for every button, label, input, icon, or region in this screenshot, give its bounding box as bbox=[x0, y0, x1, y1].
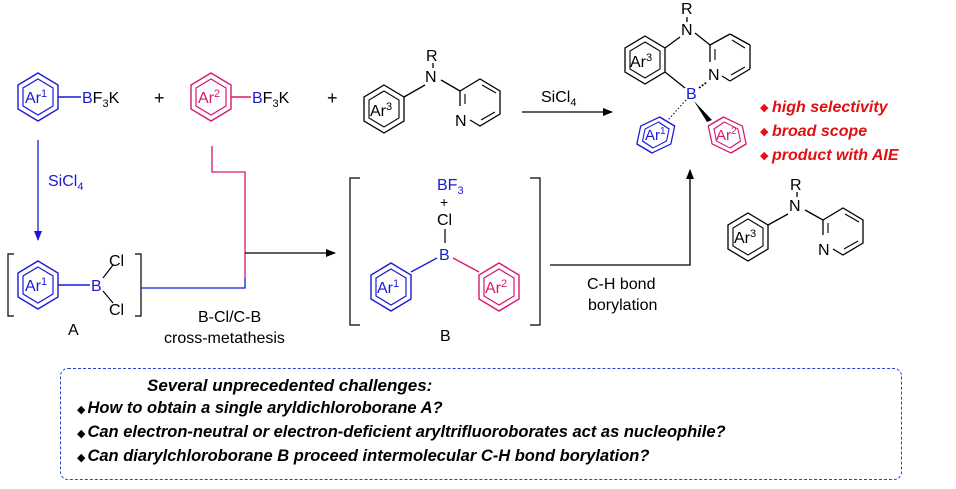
a-pathway-line bbox=[141, 278, 246, 289]
by-amine-n: N bbox=[789, 198, 801, 215]
bullet-icon: ◆ bbox=[77, 452, 86, 464]
pyridine-ring bbox=[459, 78, 501, 127]
product-ar1-label: Ar1 bbox=[645, 126, 666, 144]
ar1-bf3k-reagent: Ar1 BF3K bbox=[17, 72, 120, 122]
borylation-arrow bbox=[550, 169, 694, 266]
b-ar1-label: Ar1 bbox=[377, 278, 399, 297]
plus-sign-1: + bbox=[154, 88, 165, 108]
bracket-b-right bbox=[530, 177, 541, 326]
amine-r: R bbox=[426, 48, 438, 65]
ar2-label: Ar2 bbox=[198, 88, 220, 107]
a-ar1-ring bbox=[17, 260, 59, 310]
feature-bullet: ◆ bbox=[760, 102, 769, 114]
b-ar2-ring bbox=[478, 262, 520, 312]
by-pyridine-n: N bbox=[818, 242, 830, 259]
pyridine-n: N bbox=[455, 113, 467, 130]
ar3-ring-inner bbox=[368, 90, 400, 128]
challenge-item: ◆Can electron-neutral or electron-defici… bbox=[77, 423, 726, 441]
product-ar1-ring bbox=[636, 116, 676, 154]
challenges-heading: Several unprecedented challenges: bbox=[147, 376, 433, 395]
b-bf3: BF3 bbox=[437, 177, 464, 197]
a-chloride-bottom: Cl bbox=[109, 302, 124, 319]
feature-bullet: ◆ bbox=[760, 126, 769, 138]
a-boron: B bbox=[91, 278, 102, 295]
product-ar2-label: Ar2 bbox=[716, 126, 737, 144]
ar2-ring-inner bbox=[195, 78, 227, 116]
intermediate-b-label: B bbox=[440, 328, 451, 345]
product-amine-r: R bbox=[681, 1, 693, 18]
a-chloride-top: Cl bbox=[109, 253, 124, 270]
challenges-box: Several unprecedented challenges: ◆How t… bbox=[60, 368, 902, 480]
borylation-label-line2: borylation bbox=[588, 297, 657, 314]
amine-byproduct: Ar3 N R N bbox=[727, 177, 864, 262]
ar2-pathway-line bbox=[211, 146, 246, 278]
intermediate-b: BF3 + Cl B Ar1 Ar2 B bbox=[349, 177, 541, 345]
ar2-bf3k-formula: BF3K bbox=[252, 90, 290, 110]
product-pyridine-n: N bbox=[708, 67, 720, 84]
bracket-b-left bbox=[349, 177, 360, 326]
ar1-ring-inner bbox=[22, 78, 54, 116]
amine-n: N bbox=[425, 69, 437, 86]
challenge-item: ◆How to obtain a single aryldichlorobora… bbox=[77, 399, 443, 417]
metathesis-label-line2: cross-metathesis bbox=[164, 330, 285, 347]
product-ar3-label: Ar3 bbox=[630, 52, 652, 71]
by-amine-r: R bbox=[790, 177, 802, 194]
feature-broad-scope: broad scope bbox=[772, 123, 867, 140]
product-amine-n: N bbox=[681, 22, 693, 39]
intermediate-a: Ar1 B Cl Cl A bbox=[7, 253, 142, 339]
bracket-a-right bbox=[135, 253, 142, 317]
ar1-bf3k-formula: BF3K bbox=[82, 90, 120, 110]
a-ar1-label: Ar1 bbox=[25, 276, 47, 295]
ar2-bf3k-reagent: Ar2 BF3K bbox=[190, 72, 290, 122]
b-ar2-label: Ar2 bbox=[485, 278, 507, 297]
metathesis-label-line1: B-Cl/C-B bbox=[198, 309, 261, 326]
product-features: ◆ high selectivity ◆ broad scope ◆ produ… bbox=[760, 99, 900, 164]
bracket-a-left bbox=[7, 253, 14, 317]
ar1-ring bbox=[17, 72, 59, 122]
amine-substrate: Ar3 N R N bbox=[363, 48, 501, 134]
ar3-label: Ar3 bbox=[370, 101, 392, 120]
by-ar3-label: Ar3 bbox=[734, 228, 756, 247]
main-arrow-condition: SiCl4 bbox=[541, 89, 576, 109]
plus-sign-2: + bbox=[327, 88, 338, 108]
challenge-item: ◆Can diarylchloroborane B proceed interm… bbox=[77, 447, 650, 465]
intermediate-a-label: A bbox=[68, 322, 79, 339]
by-pyridine-ring bbox=[822, 207, 864, 256]
feature-high-selectivity: high selectivity bbox=[772, 99, 889, 116]
product-structure: Ar3 N R B N Ar1 Ar bbox=[624, 1, 751, 154]
ar2-ring bbox=[190, 72, 232, 122]
borylation-label-line1: C-H bond bbox=[587, 276, 655, 293]
b-boron: B bbox=[439, 247, 450, 264]
b-plus: + bbox=[440, 194, 448, 210]
bullet-icon: ◆ bbox=[77, 404, 86, 416]
product-ar2-ring bbox=[707, 116, 747, 154]
ar1-label: Ar1 bbox=[25, 88, 47, 107]
product-boron: B bbox=[686, 86, 697, 103]
ar1-activation-condition: SiCl4 bbox=[48, 173, 83, 193]
b-chloride: Cl bbox=[437, 212, 452, 229]
feature-product-with-aie: product with AIE bbox=[771, 147, 900, 164]
feature-bullet: ◆ bbox=[760, 150, 769, 162]
bullet-icon: ◆ bbox=[77, 428, 86, 440]
b-ar1-ring bbox=[370, 262, 412, 312]
